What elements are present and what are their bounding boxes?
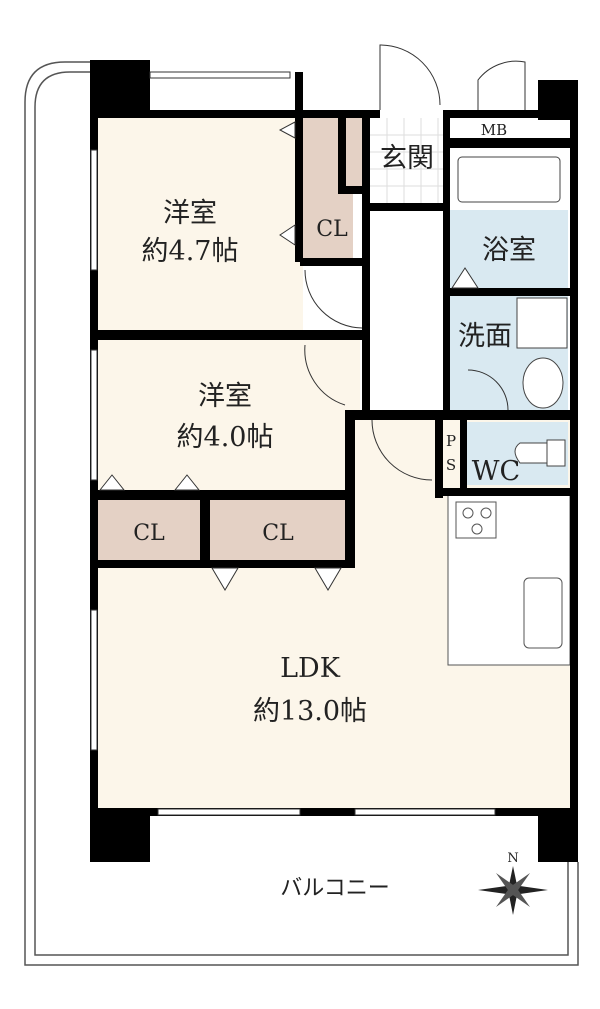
stove bbox=[455, 501, 497, 539]
western-room-2-size: 約4.0帖 bbox=[177, 422, 274, 453]
meter-box-label: MB bbox=[481, 121, 507, 139]
burner-icon bbox=[471, 523, 483, 535]
bathroom-label: 浴室 bbox=[482, 235, 536, 266]
compass-north-label: N bbox=[507, 851, 518, 866]
ldk-size: 約13.0帖 bbox=[253, 696, 367, 727]
closet-3-label: CL bbox=[262, 521, 294, 546]
entrance-tiles bbox=[370, 118, 443, 203]
closet-1-label: CL bbox=[316, 217, 348, 242]
doors bbox=[304, 44, 526, 481]
burner-icon bbox=[462, 507, 474, 519]
entrance-floor bbox=[370, 118, 443, 203]
closet-2-floor bbox=[98, 500, 200, 560]
entrance-label: 玄関 bbox=[380, 143, 434, 174]
toilet-label: WC bbox=[472, 456, 520, 487]
western-room-1-floor bbox=[98, 118, 303, 332]
closet-2-label: CL bbox=[133, 521, 165, 546]
closet-3-floor bbox=[210, 500, 345, 560]
balcony-outline-inner bbox=[34, 71, 569, 956]
balcony-outline bbox=[24, 61, 579, 966]
toilet-bowl bbox=[514, 442, 551, 464]
burner-icon bbox=[480, 507, 492, 519]
closet-door-markers bbox=[98, 121, 479, 591]
western-room-2-floor bbox=[98, 340, 360, 492]
pipe-space-s: S bbox=[446, 456, 456, 474]
western-room-2-label: 洋室 bbox=[198, 381, 252, 412]
balcony-label: バルコニー bbox=[280, 876, 390, 901]
windows bbox=[90, 71, 496, 816]
western-room-1-size: 約4.7帖 bbox=[142, 236, 239, 267]
bathtub bbox=[457, 156, 561, 203]
western-room-1-label: 洋室 bbox=[163, 198, 217, 229]
closet-1-extension bbox=[345, 118, 367, 188]
pipe-space-p: P bbox=[446, 432, 456, 450]
meter-box bbox=[450, 118, 538, 138]
toilet-tank bbox=[546, 439, 566, 467]
compass-icon: N bbox=[478, 851, 548, 915]
washing-machine-space bbox=[516, 297, 568, 349]
sink bbox=[523, 577, 563, 649]
wash-basin bbox=[522, 357, 564, 409]
ldk-label: LDK bbox=[280, 653, 341, 684]
washroom-label: 洗面 bbox=[458, 321, 512, 352]
